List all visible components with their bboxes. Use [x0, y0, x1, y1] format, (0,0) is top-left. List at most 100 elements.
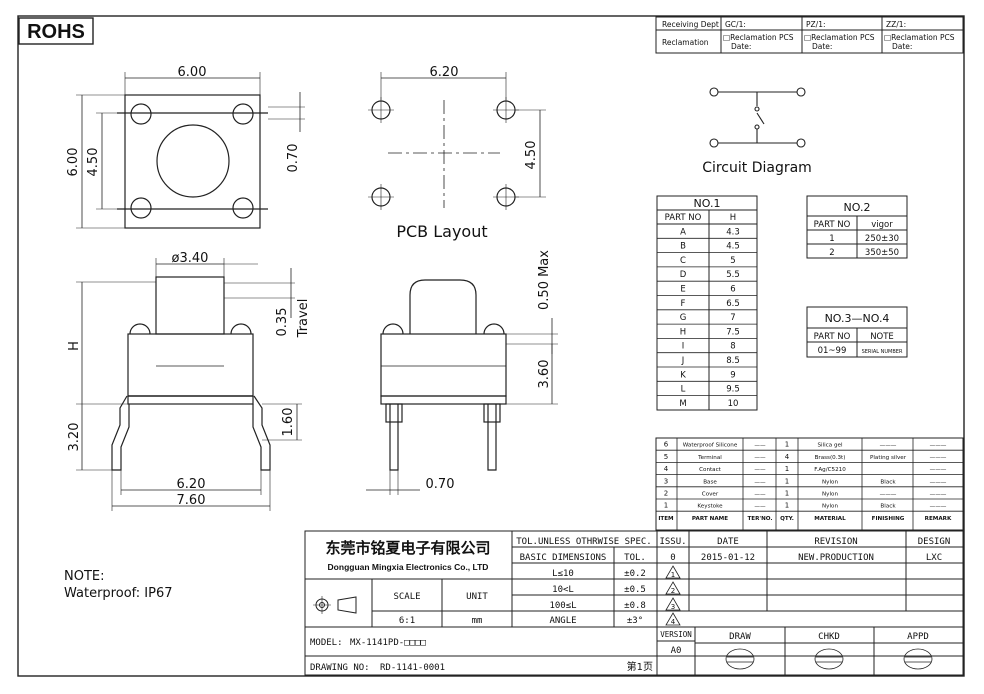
parts-cell: —— [754, 504, 766, 510]
parts-cell: 1 [664, 502, 668, 510]
dim-1-60: 1.60 [281, 408, 296, 437]
draw-label: DRAW [729, 632, 751, 642]
parts-cell: Base [703, 479, 717, 485]
revision-header: REVISION [814, 537, 857, 547]
note-title: NOTE: [64, 569, 105, 584]
parts-header: FINISHING [872, 516, 905, 522]
parts-cell: ——— [930, 455, 947, 461]
no1-row-h: 9 [730, 370, 735, 380]
no1-row-h: 8 [730, 342, 735, 352]
dim-0-70: 0.70 [426, 477, 455, 492]
parts-cell: Plating silver [870, 455, 907, 461]
issu-label: ISSU. [659, 537, 686, 547]
no34-title: NO.3—NO.4 [825, 312, 890, 325]
dim-leg-height: 3.20 [67, 423, 82, 452]
scale-value: 6:1 [399, 616, 415, 626]
zz-label: ZZ/1: [886, 20, 906, 29]
tol-row2-range: 10<L [552, 585, 574, 595]
side-view [366, 279, 558, 495]
tol-row1-value: ±0.2 [624, 569, 646, 579]
dim-h: H [67, 341, 82, 351]
note-text: Waterproof: IP67 [64, 586, 173, 601]
no1-row-part: H [680, 327, 686, 337]
parts-cell: —— [754, 455, 766, 461]
no1-row-h: 8.5 [726, 356, 740, 366]
no1-header-h: H [730, 213, 736, 223]
tol-label: TOL. [624, 553, 646, 563]
no1-row-h: 9.5 [726, 385, 740, 395]
no34-header-note: NOTE [870, 332, 894, 342]
date-2: Date: [812, 42, 832, 51]
parts-cell: —— [754, 443, 766, 449]
revision-triangles [665, 565, 681, 626]
parts-cell: ——— [930, 479, 947, 485]
no34-row1-part: 01~99 [818, 346, 847, 356]
page-number: 第1页 [627, 660, 653, 673]
parts-cell: 2 [664, 490, 668, 498]
no34-row1-note: SERIAL NUMBER [862, 349, 903, 355]
no1-row-h: 6.5 [726, 299, 740, 309]
no34-header-part: PART NO [814, 332, 851, 342]
parts-cell: 1 [785, 465, 789, 473]
no2-row1-part: 1 [829, 234, 834, 244]
model-value: MX-1141PD-□□□□ [350, 638, 426, 648]
title-block [304, 530, 964, 676]
no1-row-part: B [680, 242, 686, 252]
no2-row1-vigor: 250±30 [865, 234, 899, 244]
pcb-layout-title: PCB Layout [396, 222, 487, 241]
no2-table: NO.2 PART NO vigor 1 250±30 2 350±50 [806, 195, 908, 259]
dim-top-leg: 0.70 [286, 144, 301, 173]
pcb-layout [368, 72, 546, 210]
reclamation-pcs-1: □Reclamation PCS [723, 33, 794, 42]
no1-row-part: M [679, 399, 686, 409]
parts-cell: Nylon [822, 504, 838, 510]
company-name-cn: 东莞市铭夏电子有限公司 [325, 539, 490, 557]
no2-header-vigor: vigor [871, 220, 893, 230]
rohs-badge: ROHS [18, 17, 94, 45]
parts-cell: Cover [702, 492, 719, 498]
no34-table: NO.3—NO.4 PART NO NOTE 01~99 SERIAL NUMB… [806, 306, 908, 358]
unit-label: UNIT [466, 592, 488, 602]
parts-cell: F.Ag/C5210 [814, 467, 846, 473]
reclamation-label: Reclamation [662, 38, 709, 47]
revision-value: NEW.PRODUCTION [798, 553, 874, 563]
no1-row-h: 5.5 [726, 270, 740, 280]
no1-row-part: D [680, 270, 687, 280]
dim-travel: 0.35 [275, 308, 290, 337]
design-header: DESIGN [918, 537, 951, 547]
gc-label: GC/1: [725, 20, 746, 29]
parts-cell: ——— [880, 492, 897, 498]
unit-value: mm [472, 616, 483, 626]
chkd-stamp-icon [814, 648, 844, 670]
dim-6-20: 6.20 [177, 477, 206, 492]
tol-row1-range: L≤10 [552, 569, 574, 579]
front-view [76, 258, 302, 511]
parts-cell: Black [880, 479, 896, 485]
drawing-no-label: DRAWING NO: [310, 663, 370, 673]
parts-cell: ——— [930, 467, 947, 473]
parts-cell: 3 [664, 477, 668, 485]
tol-row2-value: ±0.5 [624, 585, 646, 595]
rohs-label: ROHS [27, 21, 85, 43]
parts-header: ITEM [658, 516, 674, 522]
date-value: 2015-01-12 [701, 553, 755, 563]
no1-title: NO.1 [694, 197, 721, 210]
company-name-en: Dongguan Mingxia Electronics Co., LTD [328, 562, 489, 572]
dim-top-width: 6.00 [178, 65, 207, 80]
no1-row-h: 7.5 [726, 327, 740, 337]
top-view [76, 72, 305, 229]
parts-cell: Keystoke [697, 504, 723, 510]
no1-row-part: E [680, 285, 685, 295]
no1-row-part: J [681, 356, 685, 366]
parts-cell: ——— [930, 504, 947, 510]
tol-row3-value: ±0.8 [624, 601, 646, 611]
no1-row-h: 7 [730, 313, 735, 323]
basic-dimensions: BASIC DIMENSIONS [520, 553, 607, 563]
parts-cell: 1 [785, 490, 789, 498]
parts-cell: 4 [664, 465, 669, 473]
no2-title: NO.2 [844, 201, 871, 214]
parts-cell: Waterproof Silicone [683, 443, 738, 449]
reclamation-pcs-2: □Reclamation PCS [804, 33, 875, 42]
